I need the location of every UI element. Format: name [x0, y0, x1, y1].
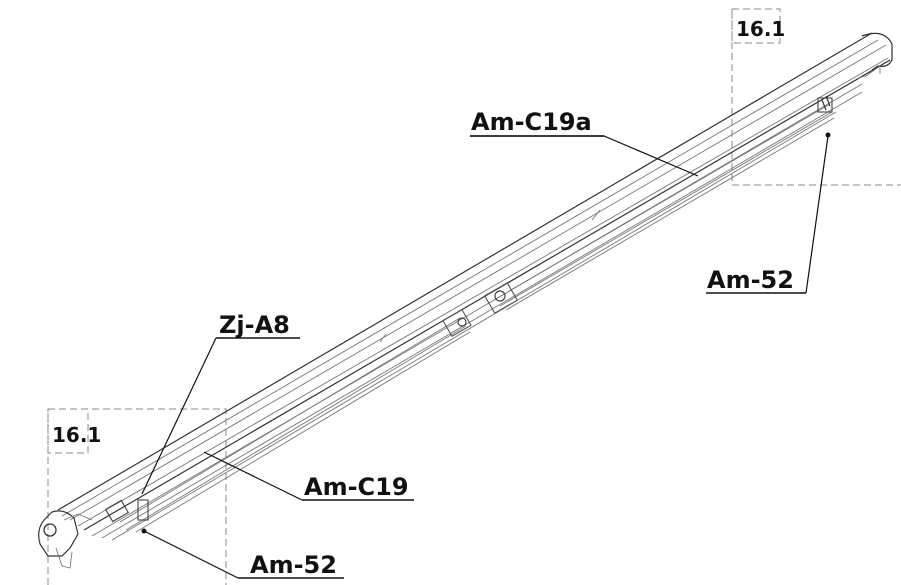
detail-box-top	[731, 8, 901, 186]
leaders	[141, 132, 831, 579]
detail-box-bottom	[47, 408, 227, 585]
part-label-am-c19: Am-C19	[304, 473, 409, 501]
part-label-am-c19a: Am-C19a	[471, 108, 592, 136]
detail-label-bottom: 16.1	[52, 423, 101, 447]
part-label-am-52-top: Am-52	[707, 266, 794, 294]
end-cap-left	[38, 510, 93, 569]
part-label-zj-a8: Zj-A8	[219, 311, 290, 339]
detail-label-top: 16.1	[736, 17, 785, 41]
part-label-am-52-bottom: Am-52	[250, 551, 337, 579]
arm-profile	[104, 95, 835, 533]
